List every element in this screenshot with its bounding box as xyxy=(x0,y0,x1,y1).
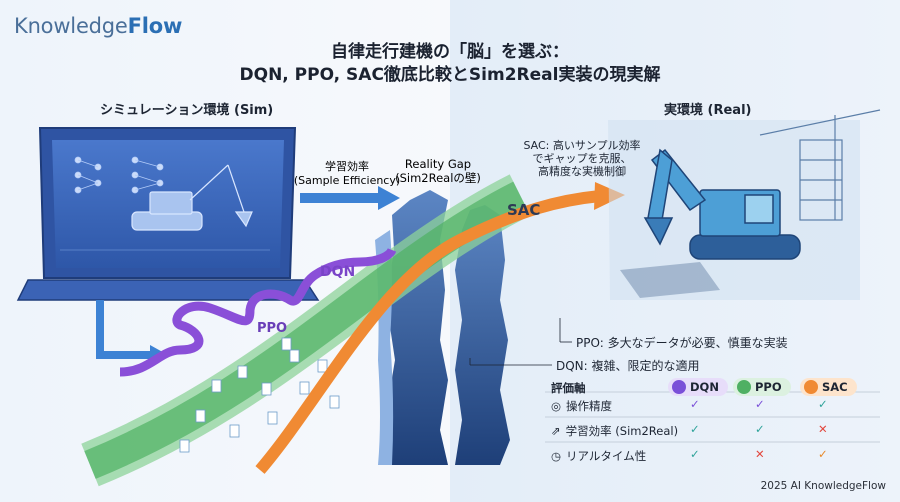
sac-note-line3: 高精度な実機制御 xyxy=(538,165,626,178)
ppo-dot-icon xyxy=(737,380,751,394)
row2-dqn: ✓ xyxy=(690,422,700,436)
row3-sac: ✓ xyxy=(818,447,828,461)
row-label: 学習効率 (Sim2Real) xyxy=(565,424,679,438)
row1-ppo: ✓ xyxy=(755,397,765,411)
ppo-path-label: PPO xyxy=(257,321,288,336)
ppo-note: PPO: 多大なデータが必要、慎重な実装 xyxy=(576,336,788,350)
row3-dqn: ✓ xyxy=(690,447,700,461)
sac-dot-icon xyxy=(804,380,818,394)
target-icon: ◎ xyxy=(551,399,562,413)
brand-name-bold: Flow xyxy=(127,14,183,38)
row1-sac: ✓ xyxy=(818,397,828,411)
dqn-path-label: DQN xyxy=(320,264,356,280)
learning-rate-line2: (Sample Efficiency) xyxy=(293,174,401,187)
ppo-header-text: PPO xyxy=(755,380,782,394)
dqn-dot-icon xyxy=(672,380,686,394)
sac-note-line2: でギャップを克服、 xyxy=(532,152,632,165)
dqn-header-text: DQN xyxy=(690,380,719,394)
sim-section-label: シミュレーション環境 (Sim) xyxy=(100,103,274,118)
row1-dqn: ✓ xyxy=(690,397,700,411)
table-header-dqn: DQN xyxy=(668,376,728,396)
chart-icon: ⇗ xyxy=(551,424,561,438)
learning-rate-label: 学習効率 (Sample Efficiency) xyxy=(292,160,402,188)
table-row: ◎ 操作精度 xyxy=(551,398,612,414)
brand-logo: KnowledgeFlow xyxy=(14,14,182,38)
sac-header-text: SAC xyxy=(822,380,848,394)
table-header-sac: SAC xyxy=(800,376,857,396)
reality-gap-label: Reality Gap (Sim2Realの壁) xyxy=(388,157,488,185)
row3-ppo: ✕ xyxy=(755,447,765,461)
sac-note: SAC: 高いサンプル効率 でギャップを克服、 高精度な実機制御 xyxy=(522,139,642,178)
brand-name-light: Knowledge xyxy=(14,14,128,38)
row2-sac: ✕ xyxy=(818,422,828,436)
sac-path-label: SAC xyxy=(507,201,541,219)
title-line2: DQN, PPO, SAC徹底比較とSim2Real実装の現実解 xyxy=(239,65,661,85)
table-row: ⇗ 学習効率 (Sim2Real) xyxy=(551,423,678,439)
ppo-badge: PPO xyxy=(733,378,791,396)
table-row: ◷ リアルタイム性 xyxy=(551,448,646,464)
real-section-label: 実環境 (Real) xyxy=(664,103,752,118)
reality-gap-line2: (Sim2Realの壁) xyxy=(395,171,481,185)
row-label: 操作精度 xyxy=(566,399,613,413)
row-label: リアルタイム性 xyxy=(566,449,647,463)
clock-icon: ◷ xyxy=(551,449,562,463)
sac-badge: SAC xyxy=(800,378,857,396)
row2-ppo: ✓ xyxy=(755,422,765,436)
reality-gap-line1: Reality Gap xyxy=(404,157,472,171)
table-header-ppo: PPO xyxy=(733,376,791,396)
sac-note-line1: SAC: 高いサンプル効率 xyxy=(523,139,641,152)
copyright: 2025 AI KnowledgeFlow xyxy=(760,480,886,492)
dqn-badge: DQN xyxy=(668,378,728,396)
table-header-axis: 評価軸 xyxy=(551,381,586,395)
dqn-note: DQN: 複雑、限定的な適用 xyxy=(556,359,700,373)
title-line1: 自律走行建機の「脳」を選ぶ： xyxy=(331,42,569,62)
learning-rate-line1: 学習効率 xyxy=(325,160,369,173)
